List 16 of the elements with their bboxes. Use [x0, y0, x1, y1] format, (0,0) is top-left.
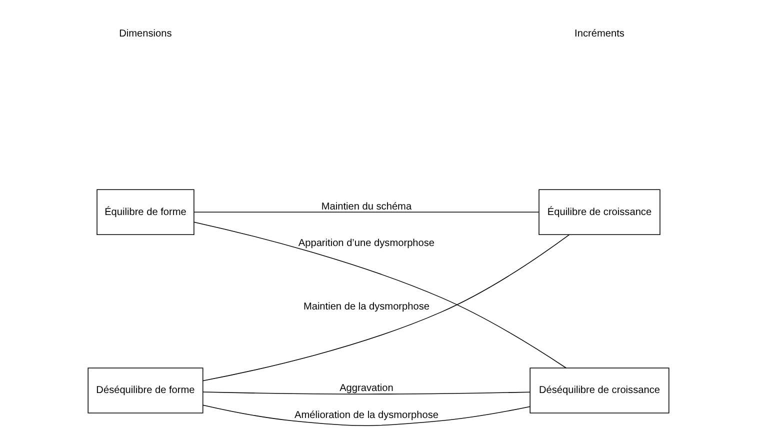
- connector: [194, 222, 567, 368]
- label: Dimensions: [119, 28, 172, 40]
- edge-label: Maintien du schéma: [321, 201, 412, 212]
- node-box: Équilibre de croissance: [538, 189, 660, 236]
- node-box: Équilibre de forme: [96, 189, 194, 236]
- connector: [202, 392, 530, 394]
- label: Incréments: [574, 28, 624, 40]
- edge-label: Maintien de la dysmorphose: [303, 301, 430, 312]
- connector: [202, 234, 570, 382]
- connector: [202, 404, 530, 426]
- edge-label: Aggravation: [340, 382, 394, 394]
- edge-label: Apparition d’une dysmorphose: [298, 238, 435, 249]
- node-box: Déséquilibre de croissance: [530, 368, 670, 414]
- connector: [194, 212, 540, 213]
- edge-label: Amélioration de la dysmorphose: [294, 410, 438, 421]
- node-box: Déséquilibre de forme: [88, 368, 204, 414]
